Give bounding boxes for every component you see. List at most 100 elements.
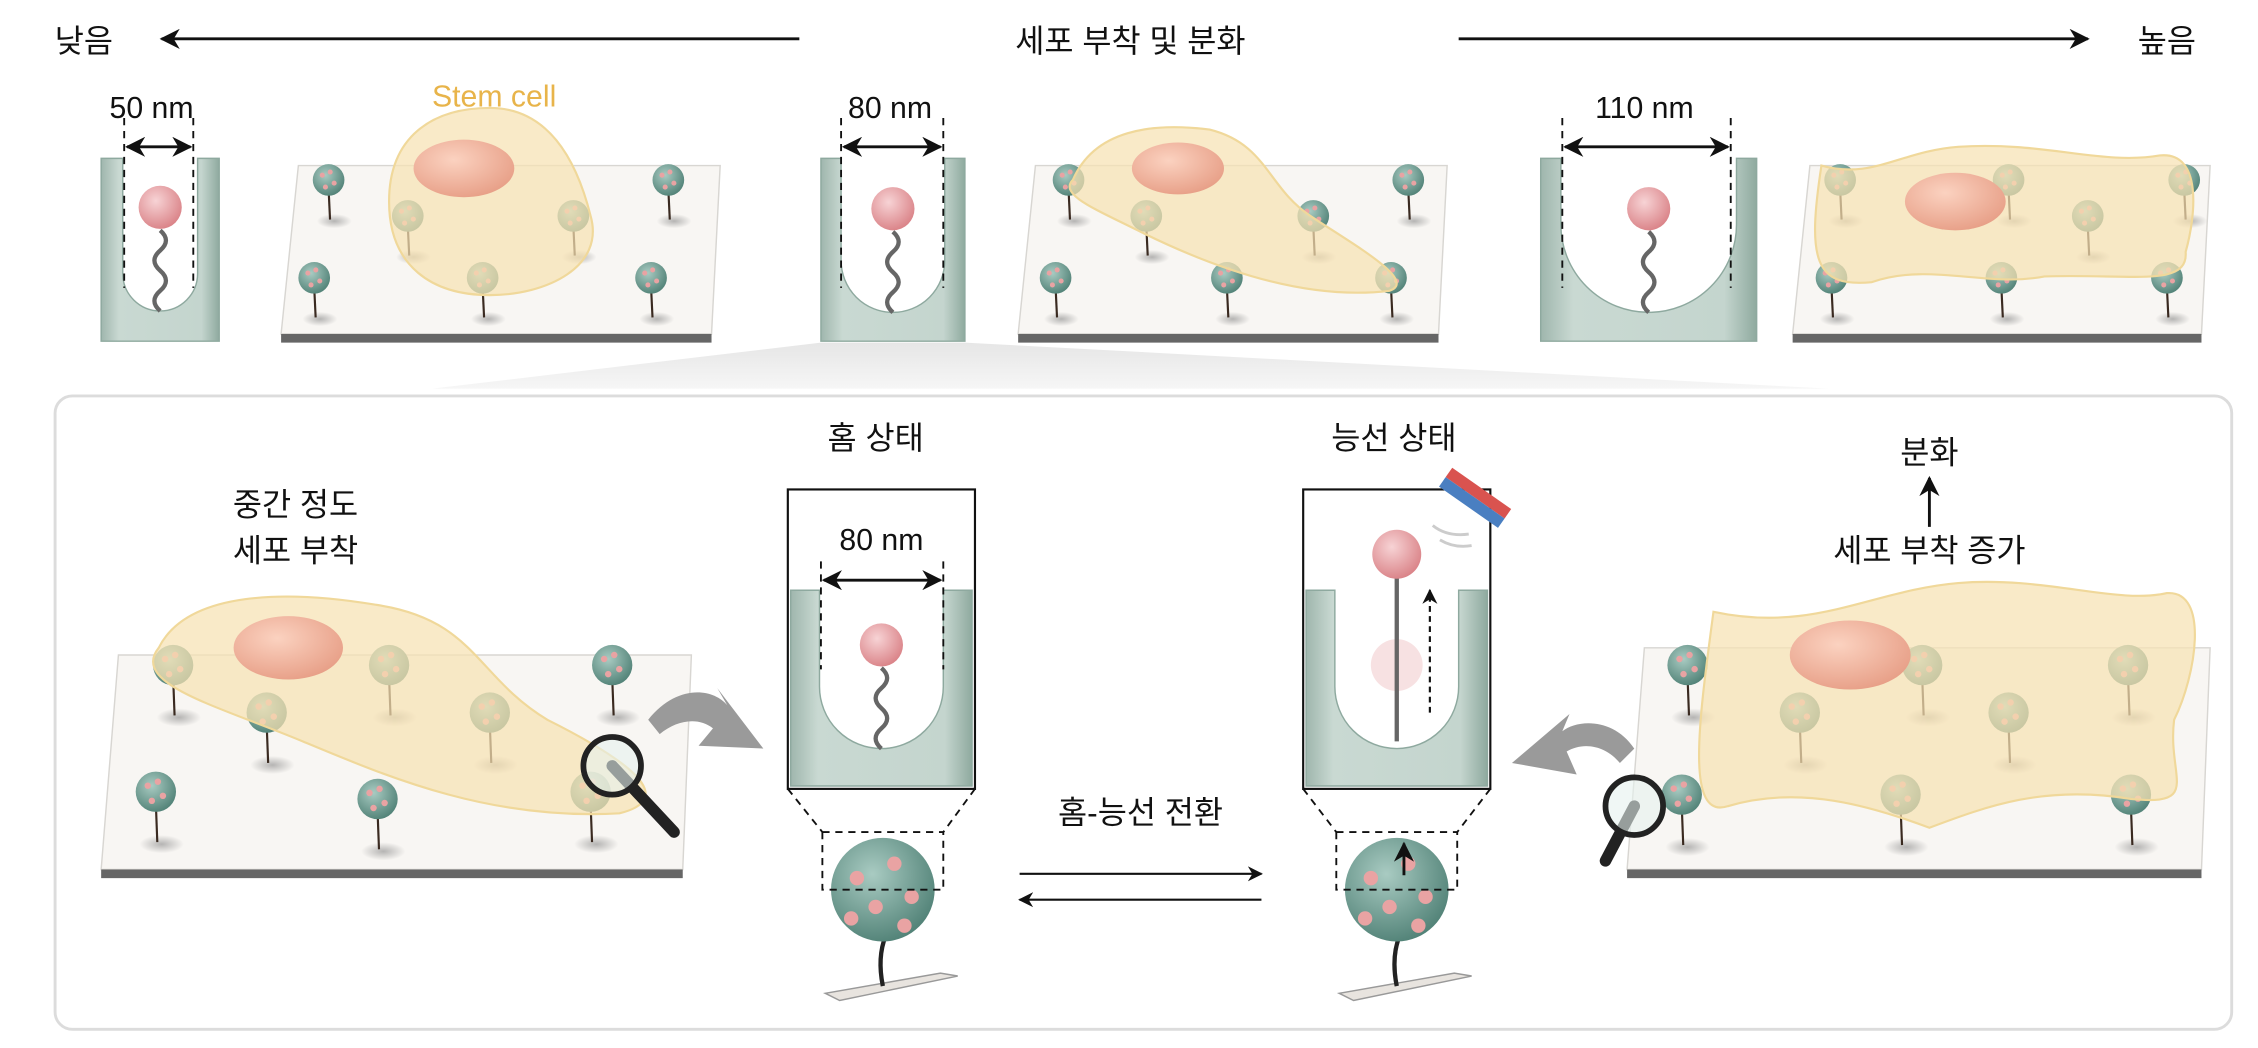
bead-dot (159, 792, 167, 800)
groove-3-width-label: 110 nm (1595, 92, 1694, 125)
ligand-dot (904, 889, 919, 905)
bead-dot (1680, 670, 1687, 678)
bead-dot (1062, 184, 1068, 190)
bead-dot (1676, 655, 1683, 663)
bead-shadow (361, 842, 406, 861)
bead-shadow (1819, 311, 1855, 327)
header-title: 세포 부착 및 분화 (1015, 23, 1245, 59)
curved-arrow-left-icon (648, 688, 764, 749)
nanoparticle-bead (635, 262, 675, 327)
bead-body (1661, 774, 1702, 815)
bead-body (135, 771, 177, 812)
zoom-funnel (432, 342, 1829, 389)
dimension-110nm (1561, 118, 1732, 288)
bead-dot (322, 184, 328, 190)
groove-wall (789, 589, 973, 787)
zoom-box (1335, 831, 1459, 891)
cell-nucleus (233, 616, 343, 680)
groove-1-width-label: 50 nm (110, 92, 194, 125)
panel-substrate-left (100, 595, 693, 879)
bead-body (298, 262, 331, 294)
bead-dot (1411, 180, 1417, 186)
bead-dot (154, 778, 162, 785)
bead-dot (366, 789, 373, 797)
zoom-lines (787, 788, 976, 833)
groove-110nm (1539, 157, 1758, 342)
bead-dot (610, 651, 618, 659)
nanoparticle-bead (135, 771, 184, 854)
magnifier-right-icon (1599, 774, 1666, 867)
bead-dot (1399, 172, 1405, 178)
bead-body (635, 262, 667, 294)
tether (885, 230, 901, 315)
cell-nucleus (1789, 620, 1911, 690)
nanoparticle-bead (1661, 774, 1710, 857)
dimension-80nm-panel (819, 561, 945, 670)
groove-state-width-label: 80 nm (839, 524, 923, 557)
header: 낮음 세포 부착 및 분화 높음 (55, 23, 2196, 59)
nanoparticle-bead (357, 778, 406, 861)
substrate-edge (281, 333, 712, 343)
substrate-low (280, 106, 721, 343)
bead-dot (1402, 184, 1408, 190)
bead-shadow (1215, 311, 1251, 327)
bead-body (1392, 164, 1425, 196)
stand-plate (822, 972, 958, 1002)
bead-shadow (1379, 311, 1415, 327)
bead-dot (1058, 278, 1064, 284)
bead-shadow (1056, 213, 1092, 229)
bead-body (592, 644, 633, 686)
ligand-dot (1418, 889, 1433, 905)
magnifier-lens (1602, 774, 1666, 838)
bead-shadow (1043, 311, 1079, 327)
bead-body (312, 164, 345, 196)
bead-dot (1995, 282, 2001, 288)
groove-state-groove (789, 589, 973, 787)
bead-shadow (1665, 837, 1710, 857)
substrate-edge (1018, 333, 1439, 343)
high-label: 높음 (2138, 23, 2196, 59)
substrate-edge (1627, 869, 2202, 879)
zoom-box (821, 831, 945, 891)
bead-dot (331, 180, 337, 186)
ligand-dot (849, 870, 865, 886)
cell-nucleus (1131, 142, 1225, 195)
bead-dot (1680, 781, 1688, 788)
bead-shadow (302, 311, 338, 327)
right-caption-top: 분화 (1900, 435, 1958, 471)
bead-dot (1825, 282, 1831, 288)
switch-label: 홈-능선 전환 (1058, 794, 1223, 830)
bead-dot (1670, 785, 1677, 792)
bead-shadow (1884, 837, 1929, 857)
bead-dot (144, 782, 152, 789)
bead-dot (1059, 172, 1065, 178)
bead-dot (148, 797, 156, 805)
bead-dot (327, 169, 333, 175)
bead-shadow (639, 311, 675, 327)
magnetic-field-lines (1431, 524, 1472, 548)
magnet-south (1439, 477, 1505, 528)
left-caption-line1: 중간 정도 (233, 486, 358, 522)
bead-dot (1686, 651, 1693, 659)
ligand-dot (843, 911, 859, 926)
bead-shadow (574, 835, 619, 854)
bead-dot (650, 267, 656, 273)
nanoparticle-bead (1392, 164, 1432, 229)
bead-shadow (250, 755, 295, 775)
bead-dot (671, 180, 677, 186)
ridge-state-title: 능선 상태 (1331, 420, 1456, 456)
ligand-dot (1382, 899, 1397, 915)
bead-body (652, 164, 685, 196)
particle (859, 623, 903, 667)
groove-wall (1305, 589, 1489, 787)
bead-dot (616, 665, 623, 673)
bead-dot (2169, 278, 2175, 284)
groove-wall (820, 157, 966, 342)
substrate-edge (1792, 333, 2202, 343)
zoom-lines (1302, 788, 1492, 833)
ridge-state-groove (1305, 589, 1489, 787)
nanoparticle-bead (1039, 262, 1079, 327)
left-caption-line2: 세포 부착 (233, 532, 358, 568)
magnet-north (1445, 467, 1512, 519)
